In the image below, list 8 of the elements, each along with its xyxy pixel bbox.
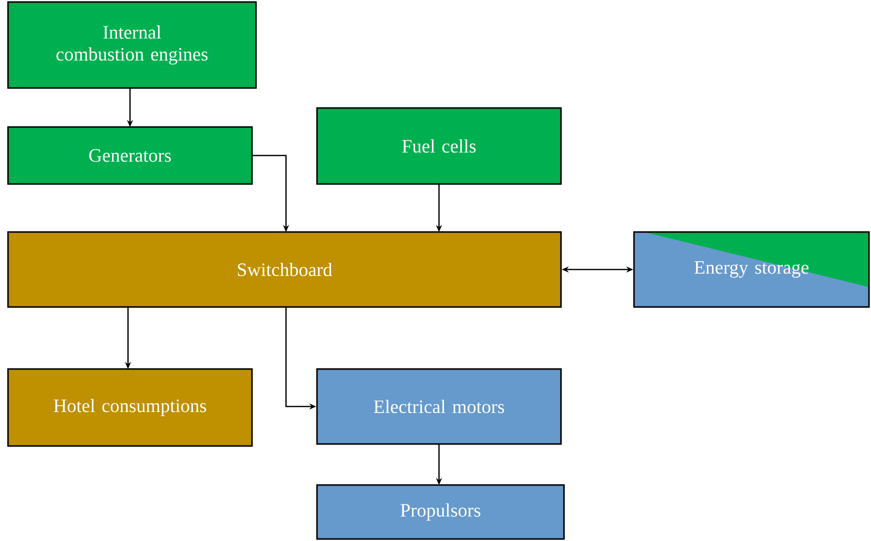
process-box: Propulsors [316,484,565,540]
process-box: Hotel consumptions [7,368,253,447]
process-box: Generators [7,126,253,185]
process-box: Fuel cells [316,107,562,185]
process-box: Switchboard [7,231,562,308]
storage-box: Energy storage [633,231,870,308]
process-box: Internal combustion engines [7,1,257,89]
process-box: Electrical motors [316,368,562,445]
